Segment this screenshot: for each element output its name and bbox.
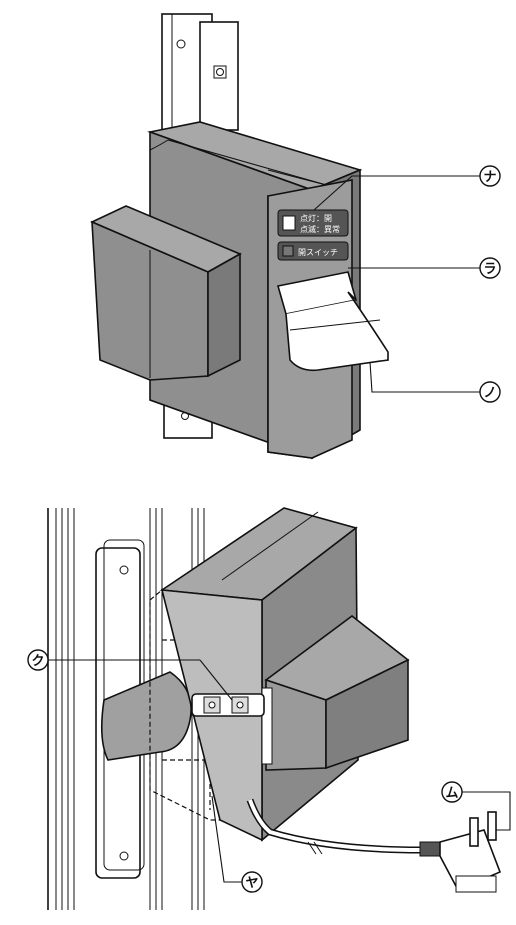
switch-button-icon: [282, 245, 294, 257]
lamp-indicator-icon: [282, 215, 296, 231]
switch-badge: [277, 241, 349, 261]
callout-mu: ム: [441, 781, 511, 831]
callout-na: ナ: [313, 165, 501, 211]
callout-ya-label: ヤ: [245, 876, 258, 891]
callout-no-label: ノ: [483, 386, 496, 401]
open-lever: [276, 271, 389, 372]
callout-ra: ラ: [348, 257, 501, 279]
power-plug: [419, 811, 502, 893]
mounting-bracket: [161, 13, 239, 133]
callout-mu-label: ム: [445, 786, 458, 801]
callout-ra-label: ラ: [483, 262, 496, 277]
top-figure: 点灯：開 点滅：異常 開スイッチ ナ ラ: [90, 13, 501, 460]
lamp-label-line2: 点滅：異常: [300, 224, 340, 234]
control-panel: 点灯：開 点滅：異常 開スイッチ: [267, 179, 389, 459]
callout-ya: ヤ: [211, 795, 263, 893]
coupler-shaft: [191, 693, 265, 717]
left-handle: [90, 205, 242, 381]
door-lock-knob: [100, 671, 192, 761]
callout-ku: ク: [27, 649, 233, 701]
switch-label: 開スイッチ: [298, 248, 338, 257]
callout-ku-label: ク: [31, 654, 44, 669]
bottom-figure: ク ヤ ム: [27, 507, 511, 910]
lamp-label-line1: 点灯：開: [300, 213, 332, 223]
callout-na-label: ナ: [483, 170, 496, 185]
power-cable: [246, 798, 421, 855]
actuator-block: [261, 614, 410, 771]
callout-no: ノ: [369, 361, 501, 403]
